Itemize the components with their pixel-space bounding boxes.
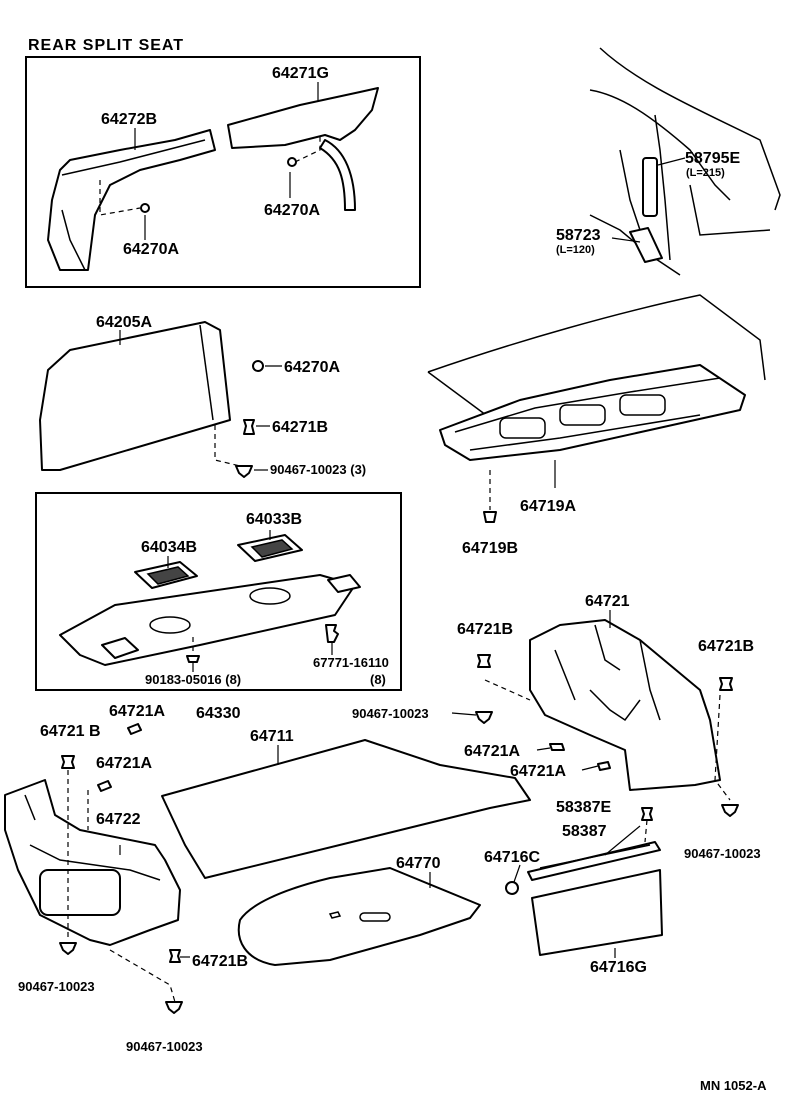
leader-lines: [119, 82, 686, 958]
label-64721A-1: 64721A: [464, 743, 520, 760]
clip-64721B-right1-icon: [477, 654, 491, 668]
clip-90467-icon-1: [235, 465, 253, 478]
dash-58387E: [644, 819, 648, 843]
trunk-lid-weatherstrip: [427, 294, 766, 510]
package-tray-box: [35, 492, 402, 691]
label-64271G: 64271G: [272, 65, 329, 82]
label-58723-length: (L=120): [556, 244, 595, 256]
label-58387: 58387: [562, 823, 607, 840]
trunk-side-trim-left: [4, 770, 181, 946]
dash-left-bottom: [109, 949, 176, 1003]
clip-58387E-icon: [641, 807, 653, 821]
diagram-title: REAR SPLIT SEAT: [28, 37, 184, 54]
speaker-grill-64034B: [134, 561, 198, 589]
label-64205A: 64205A: [96, 314, 152, 331]
label-64721B-1: 64721B: [457, 621, 513, 638]
label-90183: 90183-05016 (8): [145, 672, 241, 687]
label-58795E-length: (L=215): [686, 167, 725, 179]
label-58723: 58723: [556, 227, 601, 244]
label-64719A: 64719A: [520, 498, 576, 515]
label-67771: 67771-16110: [313, 655, 389, 670]
clip-64716C-icon: [505, 881, 519, 895]
label-64033B: 64033B: [246, 511, 302, 528]
spare-tire-cover: [237, 867, 481, 966]
label-64721B-2: 64721B: [698, 638, 754, 655]
label-64272B: 64272B: [101, 111, 157, 128]
clip-67771-icon: [325, 624, 339, 643]
label-64330: 64330: [196, 705, 241, 722]
label-64270A-a: 64270A: [264, 202, 320, 219]
clip-64719B-icon: [483, 511, 497, 523]
label-58795E: 58795E: [685, 150, 740, 167]
clip-90467-left-icon: [59, 942, 77, 955]
clip-64721A-mid-icon: [97, 780, 112, 792]
label-64721A-2: 64721A: [510, 763, 566, 780]
rear-seat-side-trim-right: [227, 87, 379, 211]
label-64722: 64722: [96, 811, 141, 828]
body-quarter-sketch: [589, 47, 781, 276]
label-64721A-3: 64721A: [109, 703, 165, 720]
label-64716C: 64716C: [484, 849, 540, 866]
label-64721: 64721: [585, 593, 630, 610]
package-tray-side-panel: [39, 321, 264, 471]
footer-code: MN 1052-A: [700, 1078, 767, 1093]
label-64719B: 64719B: [462, 540, 518, 557]
label-64721A-4: 64721A: [96, 755, 152, 772]
clip-90467-right-icon: [475, 711, 493, 724]
label-64270A-c: 64270A: [284, 359, 340, 376]
rear-split-seat-box: [25, 56, 421, 288]
label-58387E: 58387E: [556, 799, 611, 816]
clip-64721B-bottom-icon: [169, 949, 181, 963]
clip-90183-icon: [186, 655, 200, 663]
label-67771-qty: (8): [370, 672, 386, 687]
rear-seat-side-trim-left: [47, 129, 216, 271]
label-64716G: 64716G: [590, 959, 647, 976]
trunk-side-trim-right: [484, 619, 731, 801]
label-64271B: 64271B: [272, 419, 328, 436]
clip-64721A-right1-icon: [549, 743, 565, 751]
label-64711: 64711: [250, 728, 294, 745]
label-64721B-4: 64721B: [192, 953, 248, 970]
package-tray: [59, 574, 361, 666]
label-64770: 64770: [396, 855, 441, 872]
sill-scuff-plate: [527, 841, 661, 881]
speaker-grill-64033B: [237, 534, 303, 562]
label-90467-c: 90467-10023: [684, 846, 761, 861]
trunk-floor-mat: [161, 739, 531, 879]
clip-64721A-right2-icon: [597, 761, 611, 771]
clip-64721B-right2-icon: [719, 677, 733, 691]
label-64034B: 64034B: [141, 539, 197, 556]
label-90467-qty3: 90467-10023 (3): [270, 462, 366, 477]
clip-64721A-top-icon: [127, 723, 142, 735]
label-64270A-b: 64270A: [123, 241, 179, 258]
clip-90467-right2-icon: [721, 804, 739, 817]
label-90467-d: 90467-10023: [18, 979, 95, 994]
clip-64271B-icon: [243, 419, 255, 435]
label-64721B-3: 64721 B: [40, 723, 101, 740]
label-90467-b: 90467-10023: [352, 706, 429, 721]
trunk-trim-panel-64716G: [531, 869, 663, 956]
clip-64721B-left-icon: [61, 755, 75, 769]
label-90467-e: 90467-10023: [126, 1039, 203, 1054]
clip-90467-bottom-icon: [165, 1001, 183, 1014]
